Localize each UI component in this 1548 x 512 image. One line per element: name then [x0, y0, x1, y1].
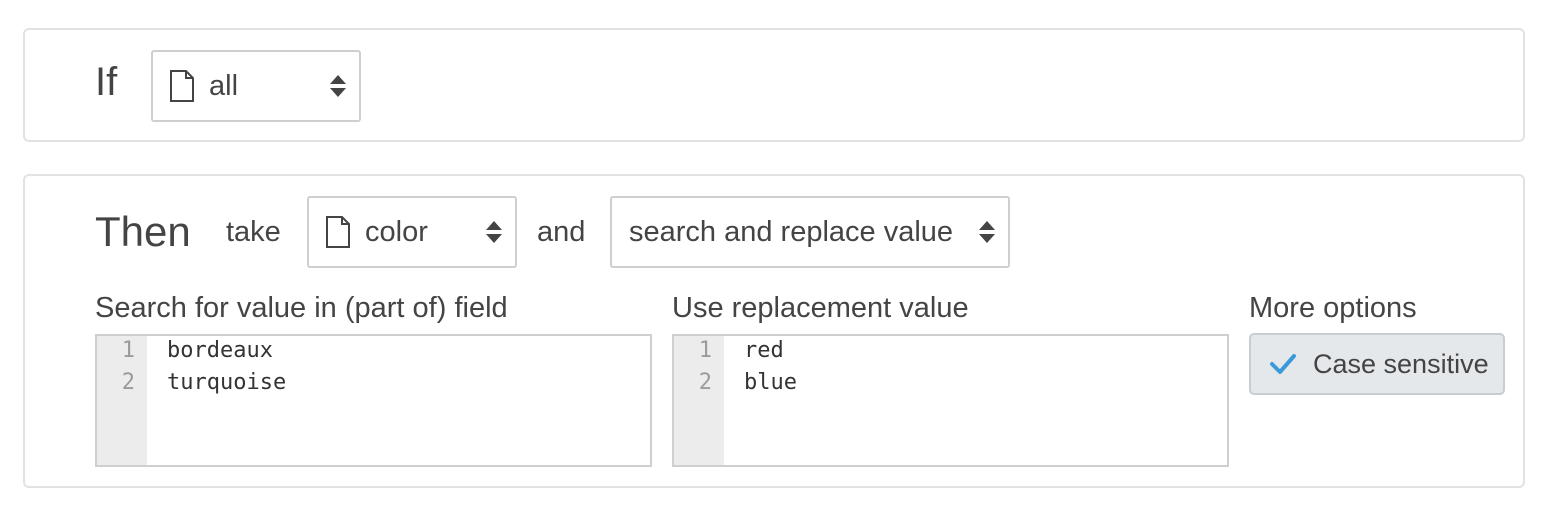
- replacement-value-editor[interactable]: 1 red 2 blue: [672, 334, 1229, 467]
- case-sensitive-label: Case sensitive: [1313, 348, 1489, 379]
- action-field-select[interactable]: color: [307, 196, 517, 268]
- line-text: turquoise: [167, 370, 287, 395]
- select-arrows-icon: [979, 221, 995, 243]
- select-arrows-icon: [486, 221, 502, 243]
- line-number: 1: [698, 338, 712, 363]
- search-field-label: Search for value in (part of) field: [95, 292, 508, 324]
- line-number: 1: [121, 338, 135, 363]
- line-number: 2: [698, 370, 712, 395]
- line-number-gutter: [97, 336, 147, 465]
- condition-field-select[interactable]: all: [151, 50, 361, 122]
- case-sensitive-toggle[interactable]: Case sensitive: [1249, 333, 1505, 395]
- line-number: 2: [121, 370, 135, 395]
- line-text: red: [744, 338, 784, 363]
- condition-card: If all: [23, 28, 1525, 142]
- operation-value: search and replace value: [629, 215, 954, 248]
- if-keyword: If: [95, 60, 118, 104]
- search-value-editor[interactable]: 1 bordeaux 2 turquoise: [95, 334, 652, 467]
- replacement-field-label: Use replacement value: [672, 292, 969, 324]
- condition-field-value: all: [209, 69, 239, 102]
- document-icon: [170, 70, 194, 102]
- document-icon: [326, 216, 350, 248]
- more-options-label: More options: [1249, 292, 1417, 324]
- line-text: bordeaux: [167, 338, 273, 363]
- operation-select[interactable]: search and replace value: [610, 196, 1010, 268]
- checkmark-icon: [1270, 354, 1296, 374]
- then-keyword: Then: [95, 208, 191, 255]
- line-text: blue: [744, 370, 797, 395]
- action-card: Then take color and search and replace v…: [23, 174, 1525, 488]
- select-arrows-icon: [330, 75, 346, 97]
- action-field-value: color: [365, 215, 428, 248]
- take-label: take: [226, 216, 281, 248]
- line-number-gutter: [674, 336, 724, 465]
- and-label: and: [537, 216, 586, 248]
